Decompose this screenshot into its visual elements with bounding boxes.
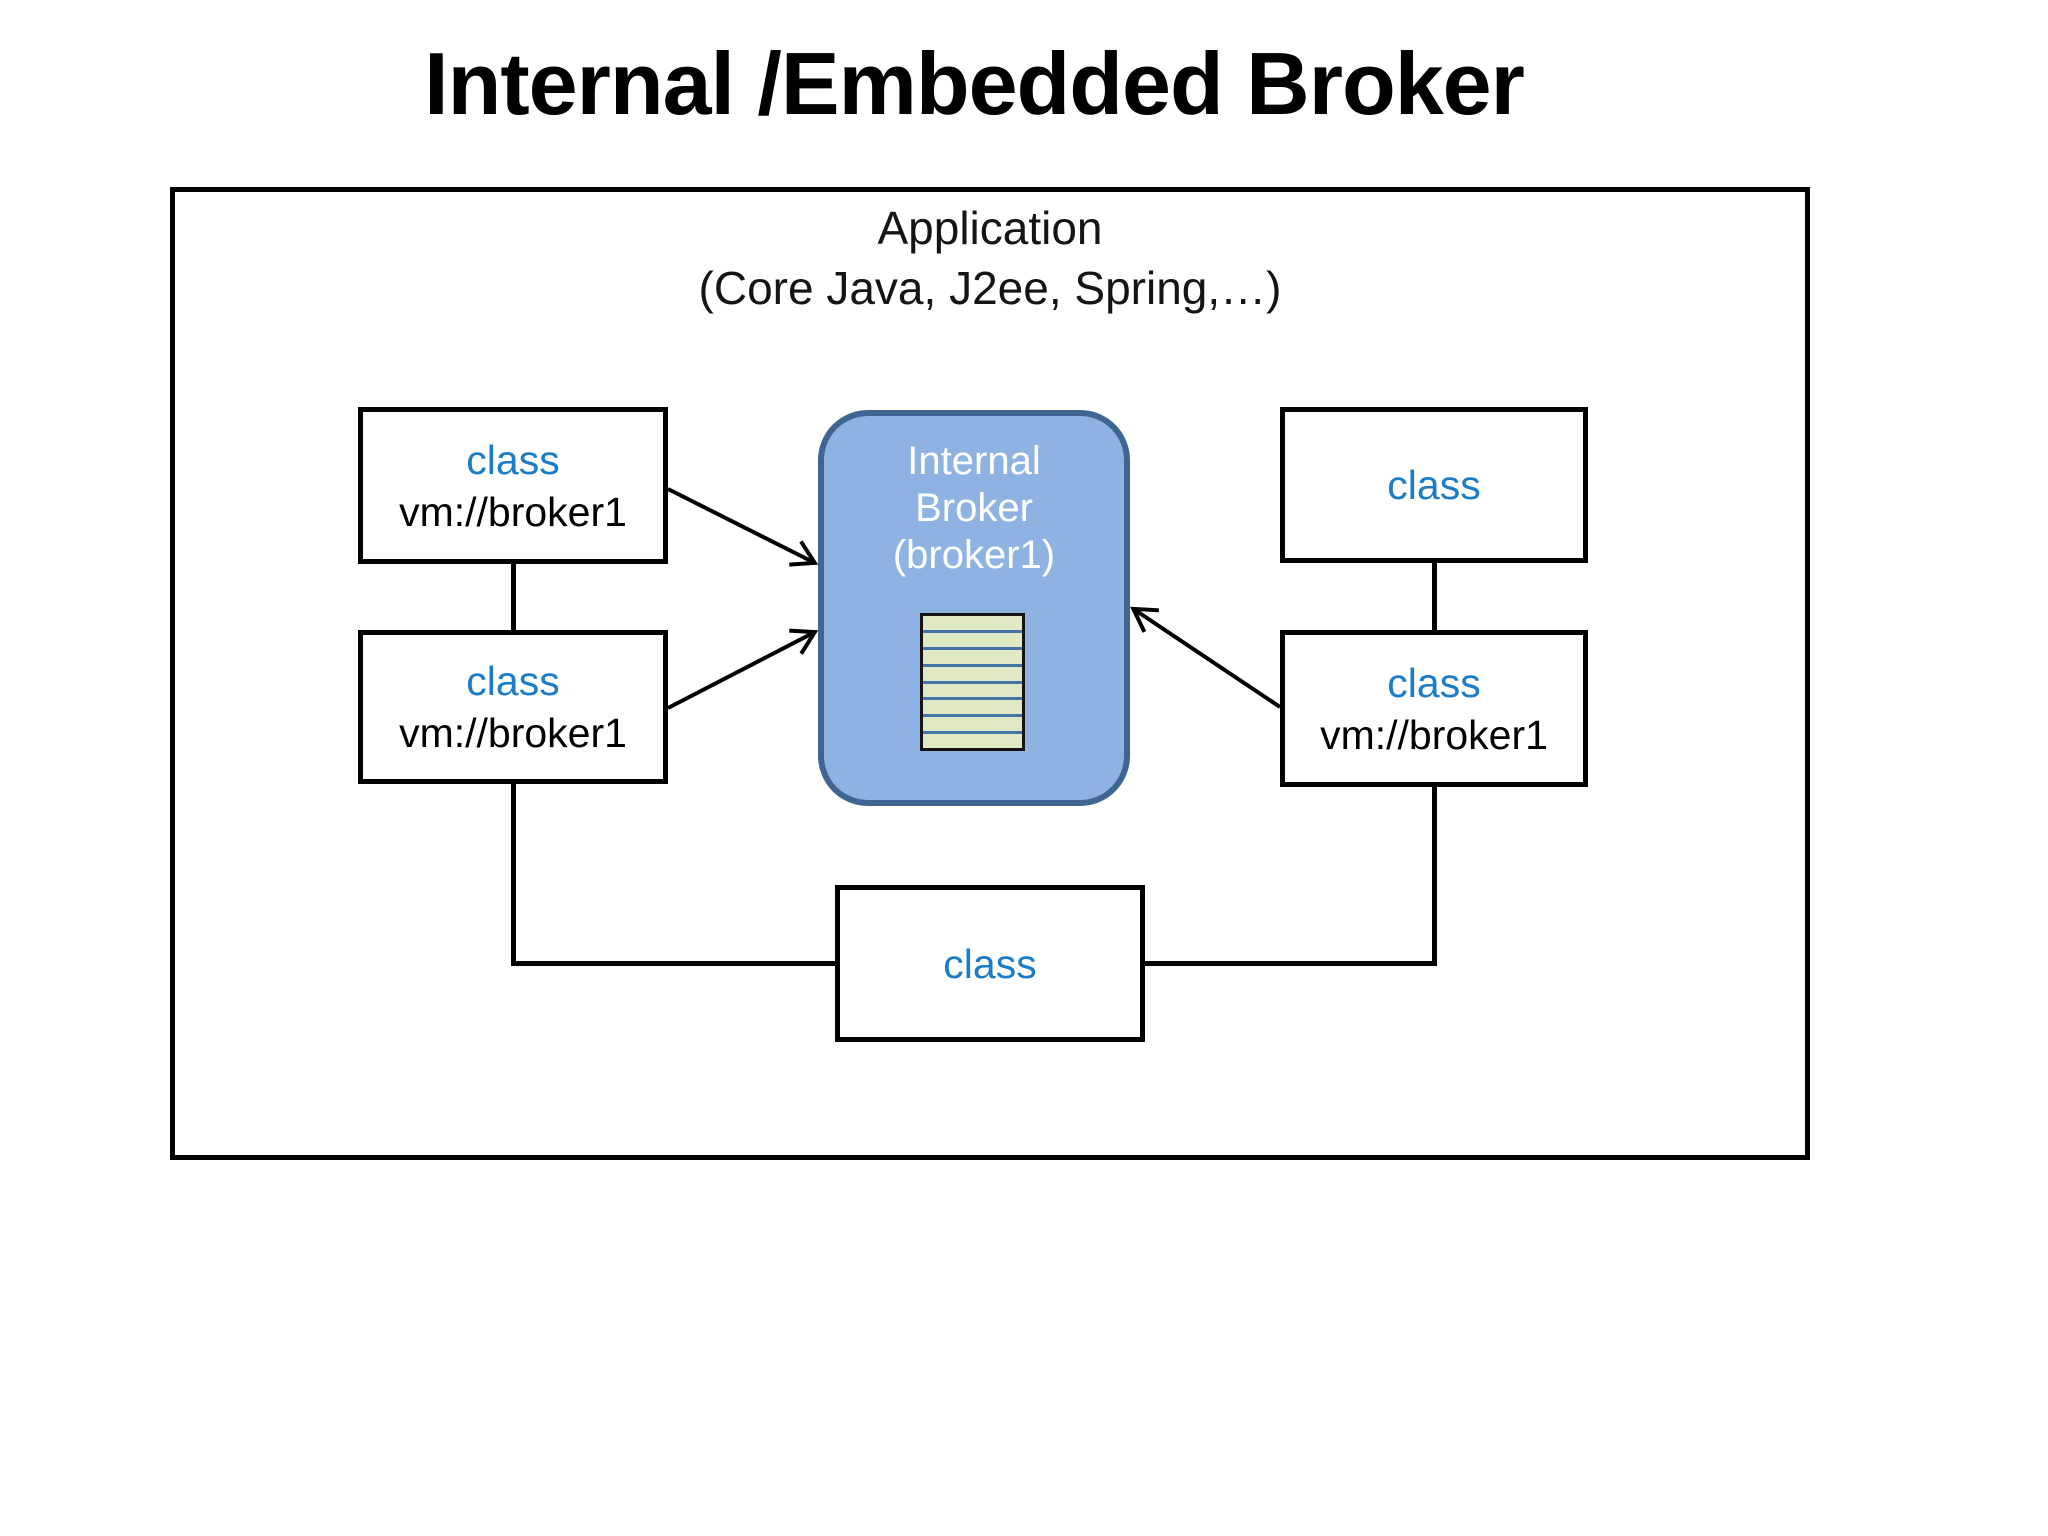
class-label: class <box>943 940 1037 987</box>
class-box-left-top: class vm://broker1 <box>358 407 668 564</box>
broker-title-line2: Broker <box>915 486 1033 530</box>
endpoint-label: vm://broker1 <box>399 488 627 535</box>
connector-right-boxes <box>1432 560 1437 632</box>
queue-row <box>923 684 1022 701</box>
class-label: class <box>466 436 560 483</box>
endpoint-label: vm://broker1 <box>1320 711 1548 758</box>
application-title: Application <box>877 202 1103 254</box>
endpoint-label: vm://broker1 <box>399 710 627 756</box>
broker-title-line3: (broker1) <box>892 533 1056 577</box>
class-box-left-bottom: class vm://broker1 <box>358 630 668 784</box>
connector-right-to-bottom <box>1432 785 1437 966</box>
connector-left-boxes <box>511 562 516 632</box>
class-box-right-top: class <box>1280 407 1588 563</box>
class-label: class <box>466 658 560 704</box>
class-label: class <box>1387 462 1481 508</box>
queue-row <box>923 734 1022 748</box>
broker-title-line1: Internal <box>907 439 1041 483</box>
class-box-right-bottom: class vm://broker1 <box>1280 630 1588 787</box>
queue-row <box>923 717 1022 735</box>
class-label: class <box>1387 659 1481 706</box>
queue-row <box>923 616 1022 633</box>
message-queue-icon <box>920 613 1025 751</box>
queue-row <box>923 700 1022 718</box>
application-header: Application (Core Java, J2ee, Spring,…) <box>170 198 1810 318</box>
class-box-bottom: class <box>835 885 1145 1042</box>
queue-row <box>923 650 1022 667</box>
connector-bottom-right-horiz <box>1143 961 1437 966</box>
queue-row <box>923 667 1022 684</box>
queue-row <box>923 633 1022 650</box>
connector-left-to-bottom <box>511 783 516 966</box>
slide-title: Internal /Embedded Broker <box>424 34 1525 133</box>
application-subtitle: (Core Java, J2ee, Spring,…) <box>698 262 1282 314</box>
connector-bottom-left-horiz <box>511 961 837 966</box>
